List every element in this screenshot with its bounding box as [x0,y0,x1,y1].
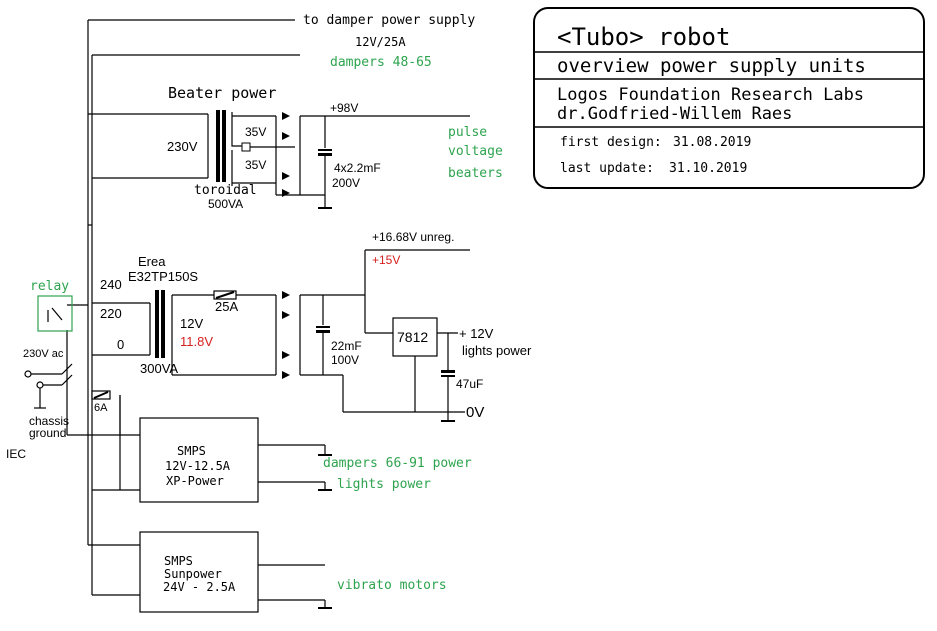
smps2-line2: Sunpower [164,567,222,581]
iec-terminal-1 [24,370,32,378]
first-design-date: 31.08.2019 [673,135,751,150]
erea-model-label: E32TP150S [128,269,198,284]
tap-240-label: 240 [100,277,122,292]
secondary-12v-label: 12V [180,316,203,331]
fuse-25a-element [215,291,235,299]
lights-diode-4 [282,371,290,379]
out-12v-label: + 12V [459,326,494,341]
regulator-label: 7812 [397,329,428,345]
plus-98v-label: +98V [330,101,358,115]
first-design-label: first design: [560,135,662,150]
voltage-label: voltage [448,144,503,159]
smps1-line1: SMPS [177,444,206,458]
iec-label: IEC [6,447,26,461]
capacitor-label: 4x2.2mF [334,161,381,175]
lights-diode-2 [282,311,290,319]
fuse-6a-element [93,391,109,399]
smps1-line3: XP-Power [166,474,224,488]
relay-box [37,295,73,332]
cap47-label: 47uF [456,377,483,391]
last-update-label: last update: [560,161,654,176]
zero-v-label: 0V [466,404,484,421]
organization-line-2: dr.Godfried-Willem Raes [557,104,792,124]
diode-1 [282,112,290,120]
last-update-date: 31.10.2019 [669,161,747,176]
smps-xp-power: SMPS 12V-12.5A XP-Power dampers 66-91 po… [139,417,472,503]
toroidal-label: toroidal [194,183,257,198]
fuse-25a-label: 25A [215,299,238,314]
va500-label: 500VA [208,197,243,211]
diode-2 [282,132,290,140]
regulator-7812 [392,317,438,357]
diode-3 [282,172,290,180]
smps1-box [139,417,259,503]
unreg-label: +16.68V unreg. [372,230,454,244]
beater-power-label: Beater power [168,84,276,102]
lights-power-label: lights power [337,477,431,492]
diode-4 [282,189,290,197]
beater-secondary-top [231,112,242,147]
lights-power-section: +16.68V unreg. +15V Erea E32TP150S 240 2… [100,230,532,422]
erea-label: Erea [138,254,166,269]
title-block-frame [533,7,925,189]
tap-220-label: 220 [100,306,122,321]
relay-label: relay [30,279,69,294]
iec-terminal-2 [36,381,44,389]
va300-label: 300VA [140,361,178,376]
smps1-line2: 12V-12.5A [165,459,231,473]
smps2-line1: SMPS [164,554,193,568]
secondary-center-tap [241,142,251,152]
tap-0-label: 0 [117,337,124,352]
smps2-box [139,531,259,613]
vibrato-label: vibrato motors [337,578,447,593]
switch-blade-1 [61,363,73,375]
damper-supply-label: to damper power supply [303,13,475,28]
cap22-plate-bottom [316,330,330,333]
diagram-subtitle: overview power supply units [557,55,866,77]
lights-power-reg-label: lights power [462,343,532,358]
chassis-label: chassis [29,414,69,428]
primary-230v-label: 230V [167,139,198,154]
cap22-voltage: 100V [331,353,359,367]
lights-diode-1 [282,291,290,299]
mains-wiring [66,19,300,596]
dampers-48-65-label: dampers 48-65 [330,55,432,70]
pulse-label: pulse [448,125,487,140]
damper-rating-label: 12V/25A [355,35,406,49]
capacitor-voltage: 200V [332,176,360,190]
secondary-35v-bottom: 35V [245,158,266,172]
beater-power-section: Beater power 230V 35V 35V +98V 4x2.2mF 2… [167,84,503,211]
secondary-35v-top: 35V [245,125,266,139]
lights-diode-3 [282,351,290,359]
title-block: <Tubo> robot overview power supply units… [533,7,925,189]
cap22-label: 22mF [331,339,362,353]
organization-line-1: Logos Foundation Research Labs [557,85,864,105]
diagram-title: <Tubo> robot [557,23,730,51]
secondary-11-8v-label: 11.8V [180,334,213,349]
ground-label: ground [29,426,66,440]
relay-contact [51,307,63,321]
fuse-6a-label: 6A [94,402,108,414]
smps2-line3: 24V - 2.5A [163,580,236,594]
switch-blade-2 [61,374,73,386]
cap47-plate-top [441,370,455,373]
beaters-label: beaters [448,166,503,181]
ac230-label: 230V ac [23,348,64,360]
plus15-label: +15V [372,253,400,267]
dampers-66-91-label: dampers 66-91 power [323,456,472,471]
mains-input: relay 230V ac 6A chassis ground IEC [6,279,111,461]
cap-plate-bottom [318,153,332,156]
smps-sunpower: SMPS Sunpower 24V - 2.5A vibrato motors [139,531,447,613]
